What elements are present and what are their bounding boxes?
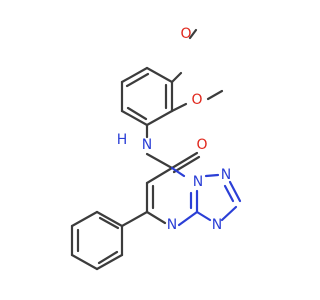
aromatic-bond: [125, 72, 150, 88]
molecule-diagram: O O H N O N N N N: [70, 26, 242, 271]
bond: [145, 166, 174, 185]
bond: [95, 253, 124, 271]
aromatic-bond: [98, 216, 120, 230]
bond: [204, 173, 220, 178]
bond: [120, 109, 149, 127]
aromatic-bond: [223, 184, 235, 203]
bond: [145, 152, 174, 170]
amide-hydrogen-label: H: [117, 132, 128, 148]
bond: [206, 89, 224, 101]
triazole-nitrogen-label: N: [221, 167, 231, 183]
bond: [120, 210, 149, 228]
phenyl-ring: [70, 210, 149, 271]
triazole-nitrogen-label: N: [212, 217, 222, 233]
methoxy-groups: [170, 28, 224, 113]
bond: [177, 210, 199, 227]
bond: [145, 210, 167, 225]
bond: [172, 155, 201, 174]
methoxy-oxygen-label: O: [180, 26, 191, 42]
bond: [170, 151, 199, 170]
bond: [145, 66, 174, 84]
fused-nitrogen-label: N: [193, 174, 203, 190]
aromatic-bond: [126, 106, 148, 121]
bond: [170, 71, 183, 84]
bond: [70, 253, 99, 271]
bond: [188, 28, 198, 40]
pyrimidine-ring: [145, 166, 199, 227]
methoxy-oxygen-label: O: [191, 92, 202, 108]
bond: [120, 66, 149, 84]
dimethoxyphenyl-ring: [120, 66, 174, 127]
bond: [170, 102, 188, 113]
bond: [95, 210, 124, 228]
carbonyl-oxygen-label: O: [196, 137, 207, 153]
bond: [228, 180, 242, 203]
aromatic-bond: [97, 250, 119, 265]
atom-labels: O O H N O N N N N: [117, 26, 232, 233]
bond: [145, 109, 174, 127]
triazole-ring: [195, 173, 242, 222]
pyrimidine-nitrogen-label: N: [167, 217, 177, 233]
bond: [70, 210, 99, 228]
amide-nitrogen-label: N: [142, 137, 152, 153]
molecule-structure: O O H N O N N N N: [70, 26, 242, 271]
bond: [170, 166, 186, 178]
bond: [220, 205, 238, 222]
amide-linkage: [145, 123, 201, 174]
bond: [195, 210, 212, 222]
